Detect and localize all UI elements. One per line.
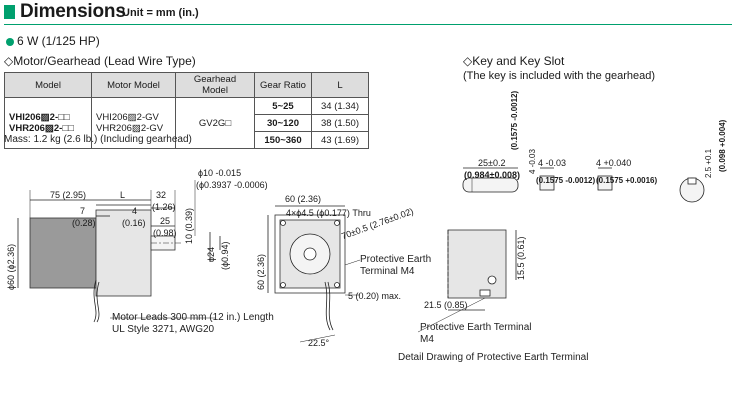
motor-leads [93,279,97,323]
key-dim-0098: (0.098 +0.004) [718,119,727,172]
dim-60-side: 60 (2.36) [256,253,266,290]
dim-22-5: 22.5° [308,338,330,348]
spec-table: Model Motor Model Gearhead Model Gear Ra… [4,72,369,149]
mount-hole [280,282,286,288]
front-leads [324,281,331,331]
gearhead-body [95,209,152,297]
front-shaft [303,247,317,261]
table-header-row: Model Motor Model Gearhead Model Gear Ra… [4,72,369,98]
col-l: L [311,72,369,98]
key-dim-01575b: (0.1575 +0.0016) [596,176,658,185]
dim-phi24: ϕ24 [206,246,216,262]
key-section-title: ◇Key and Key Slot [463,54,565,68]
header-marker [4,5,15,19]
pe-terminal-label: Protective Earth Terminal [420,322,532,333]
mount-hole [334,282,340,288]
key-shaft [462,177,519,193]
dim-phi10: ϕ10 -0.015 [198,168,242,178]
angle-line [299,334,336,343]
detail-dim-21-5: 21.5 (0.85) [424,300,468,310]
mount-hole [280,220,286,226]
motor-leads-label: Motor Leads 300 mm (12 in.) Length [112,312,274,323]
mass-note: Mass: 1.2 kg (2.6 lb.) (Including gearhe… [4,134,192,145]
thru-holes-label: 4×ϕ4.5 (ϕ0.177) Thru [286,208,371,218]
pe-m4-label: M4 [420,334,434,345]
col-motor-model: Motor Model [91,72,176,98]
dim-32: 32 [156,190,167,200]
dim-60-top: 60 (2.36) [285,194,322,204]
key-dim-4a: 4 -0.03 [538,158,567,168]
key-dim-01575a: (0.1575 -0.0012) [536,176,596,185]
model-cell: VHI206▨2-□□ VHR206▨2-□□ [4,97,92,149]
table-row: 150~360 43 (1.69) [5,131,369,149]
detail-caption: Detail Drawing of Protective Earth Termi… [398,352,589,363]
earth-screw [487,275,497,285]
bullet-dot [6,38,14,46]
dim-7: 7 [80,206,86,216]
key-slot [687,177,697,185]
dim-phi03937: (ϕ0.3937 -0.0006) [196,180,268,190]
ul-style-label: UL Style 3271, AWG20 [112,324,215,335]
dim-phi094: (ϕ0.94) [220,241,230,270]
key-dim-0984: (0.984±0.008) [464,170,520,180]
earth-terminal [479,289,491,297]
mount-hole [334,220,340,226]
dim-phi60: ϕ60 (ϕ2.36) [6,243,16,290]
l-cell: 43 (1.69) [311,131,369,149]
col-model: Model [4,72,92,98]
key-section-note: (The key is included with the gearhead) [463,70,655,82]
motor-leads [96,281,100,323]
key-dim-2-5v: 2.5 +0.1 [704,148,713,178]
dim-10: 10 (0.39) [184,207,194,244]
model-vhr: VHR206▨2-□□ [9,123,74,134]
dim-25: 25 [160,216,171,226]
header-rule [4,24,732,25]
motor-model-vhi: VHI206▨2-GV [96,112,159,123]
power-subheader: 6 W (1/125 HP) [17,34,100,48]
front-leads [327,281,334,331]
detail-dim-15-5: 15.5 (0.61) [516,236,526,280]
motor-body [29,217,97,289]
key-section [597,175,613,191]
detail-body [447,229,507,299]
terminal-m4-label: Terminal M4 [360,266,415,277]
protective-earth-label: Protective Earth [360,254,432,265]
dim-126: (1.26) [152,202,176,212]
motor-model-cell: VHI206▨2-GV VHR206▨2-GV [91,97,176,149]
leader-line [417,297,486,333]
dim-098: (0.98) [153,228,177,238]
table-row: 30~120 38 (1.50) [5,114,369,132]
key-dim-25: 25±0.2 [478,158,506,168]
dim-75: 75 (2.95) [50,190,87,200]
leader-line [344,259,361,266]
dim-5: 5 (0.20) max. [348,291,402,301]
page-title: Dimensions [20,1,126,22]
dim-016: (0.16) [122,218,146,228]
model-vhi: VHI206▨2-□□ [9,112,70,123]
dim-4: 4 [132,206,138,216]
key-dim-01575v: (0.1575 -0.0012) [510,90,519,150]
key-square [539,175,555,191]
motor-section-title: ◇Motor/Gearhead (Lead Wire Type) [4,54,196,68]
dim-l: L [120,190,126,200]
unit-label: Unit = mm (in.) [122,7,199,19]
key-dim-4v: 4 -0.03 [528,149,537,174]
dim-028: (0.28) [72,218,96,228]
motor-model-vhr: VHR206▨2-GV [96,123,164,134]
key-dim-4b: 4 +0.040 [596,158,632,168]
